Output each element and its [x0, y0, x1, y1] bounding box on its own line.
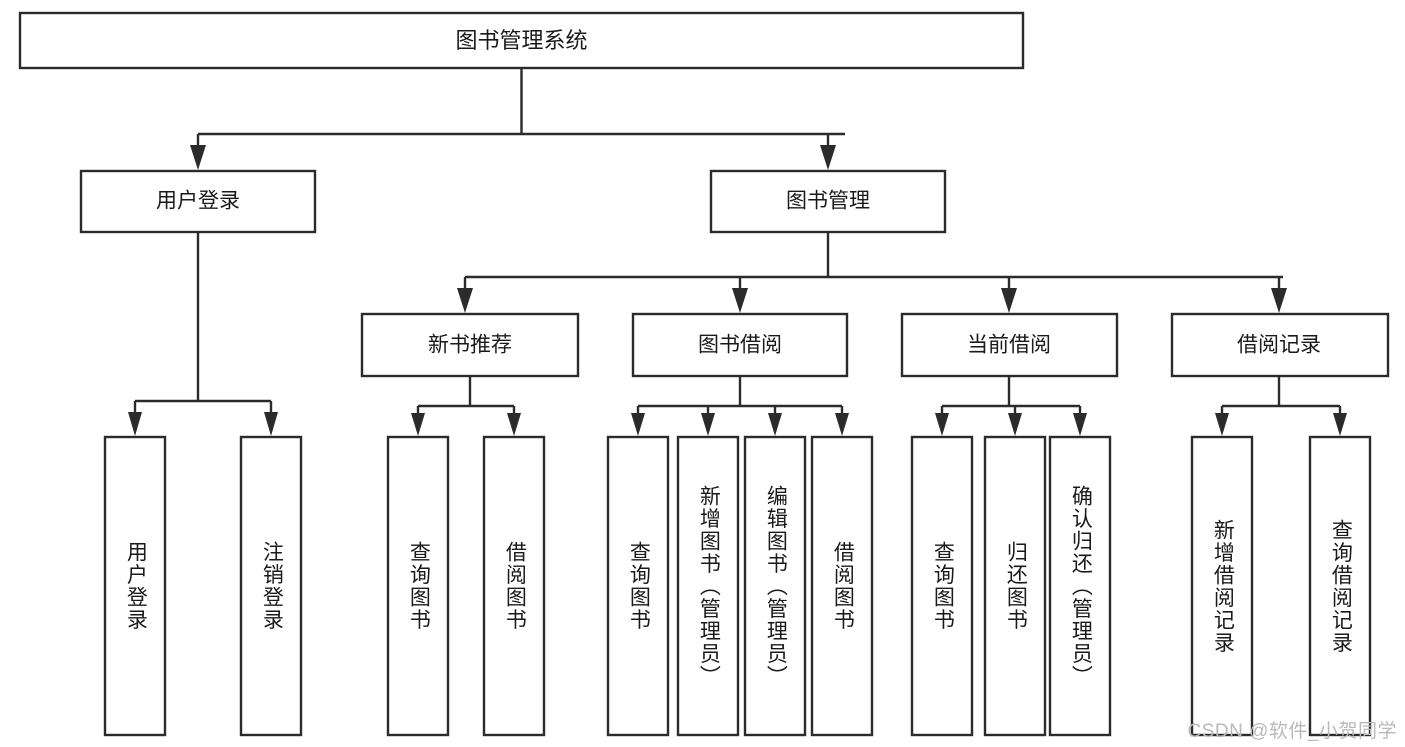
node-book-borrow[interactable]: 图书借阅 — [631, 312, 849, 378]
connector-group-new-book-rec — [411, 376, 521, 436]
node-book-borrow-box[interactable] — [631, 312, 849, 378]
node-root-box[interactable] — [18, 11, 1025, 70]
arrow-head-user-login — [190, 145, 206, 170]
watermark-text: CSDN @软件_小贺同学 — [1187, 721, 1397, 742]
connector-group-borrow-record — [1215, 376, 1347, 436]
node-book-manage[interactable]: 图书管理 — [709, 169, 947, 234]
arrow-head-leaf-edit-book — [768, 413, 782, 436]
arrow-head-borrow-record — [1271, 288, 1287, 313]
node-current-borrow-box[interactable] — [900, 312, 1119, 378]
node-root[interactable]: 图书管理系统 — [18, 11, 1025, 70]
leaf-box-edit-book[interactable] — [743, 435, 807, 737]
leaf-box-borrow-book-1[interactable] — [482, 435, 546, 737]
node-current-borrow-label: 当前借阅 — [967, 334, 1051, 357]
arrow-head-leaf-logout — [264, 412, 278, 436]
arrow-head-book-borrow — [732, 288, 748, 313]
leaf-box-user-login[interactable] — [103, 435, 167, 737]
leaf-box-confirm-return[interactable] — [1048, 435, 1112, 737]
arrow-head-leaf-query-record — [1333, 413, 1347, 436]
arrow-head-leaf-return-book — [1008, 413, 1022, 436]
node-user-login[interactable]: 用户登录 — [79, 169, 317, 234]
connector-group-book-manage — [457, 232, 1287, 313]
node-root-label: 图书管理系统 — [455, 28, 587, 53]
node-borrow-record-box[interactable] — [1170, 312, 1390, 378]
node-new-book-rec-box[interactable] — [360, 312, 580, 378]
arrow-head-leaf-query-book-3 — [935, 413, 949, 436]
leaf-box-add-book[interactable] — [676, 435, 740, 737]
arrow-head-leaf-query-book-1 — [411, 413, 425, 436]
node-user-login-label: 用户登录 — [156, 190, 240, 213]
connector-group-book-borrow — [631, 376, 849, 436]
node-current-borrow[interactable]: 当前借阅 — [900, 312, 1119, 378]
leaf-box-query-record[interactable] — [1308, 435, 1372, 737]
leaf-box-query-book-2[interactable] — [606, 435, 670, 737]
node-book-manage-label: 图书管理 — [786, 190, 870, 213]
connector-group-current-borrow — [935, 376, 1087, 436]
leaf-box-borrow-book-2[interactable] — [810, 435, 874, 737]
leaf-box-query-book-3[interactable] — [910, 435, 974, 737]
node-book-borrow-label: 图书借阅 — [698, 334, 782, 357]
arrow-head-leaf-add-book — [701, 413, 715, 436]
arrow-head-leaf-add-record — [1215, 413, 1229, 436]
arrow-head-leaf-borrow-book-2 — [835, 413, 849, 436]
leaf-box-logout[interactable] — [239, 435, 303, 737]
arrow-head-book-manage — [820, 145, 836, 170]
arrow-head-leaf-confirm-return — [1073, 413, 1087, 436]
leaf-box-add-record[interactable] — [1190, 435, 1254, 737]
arrow-head-leaf-borrow-book-1 — [507, 413, 521, 436]
arrow-head-new-book-rec — [457, 288, 473, 313]
node-user-login-box[interactable] — [79, 169, 317, 234]
leaf-box-query-book-1[interactable] — [386, 435, 450, 737]
connector-group-user-login — [128, 232, 278, 436]
leaf-box-return-book[interactable] — [983, 435, 1047, 737]
node-borrow-record[interactable]: 借阅记录 — [1170, 312, 1390, 378]
arrow-head-leaf-user-login — [128, 412, 142, 436]
arrow-head-leaf-query-book-2 — [631, 413, 645, 436]
node-new-book-rec-label: 新书推荐 — [428, 334, 512, 357]
connector-group-root — [190, 68, 845, 170]
node-new-book-rec[interactable]: 新书推荐 — [360, 312, 580, 378]
node-borrow-record-label: 借阅记录 — [1237, 334, 1321, 357]
node-book-manage-box[interactable] — [709, 169, 947, 234]
arrow-head-current-borrow — [1001, 288, 1017, 313]
